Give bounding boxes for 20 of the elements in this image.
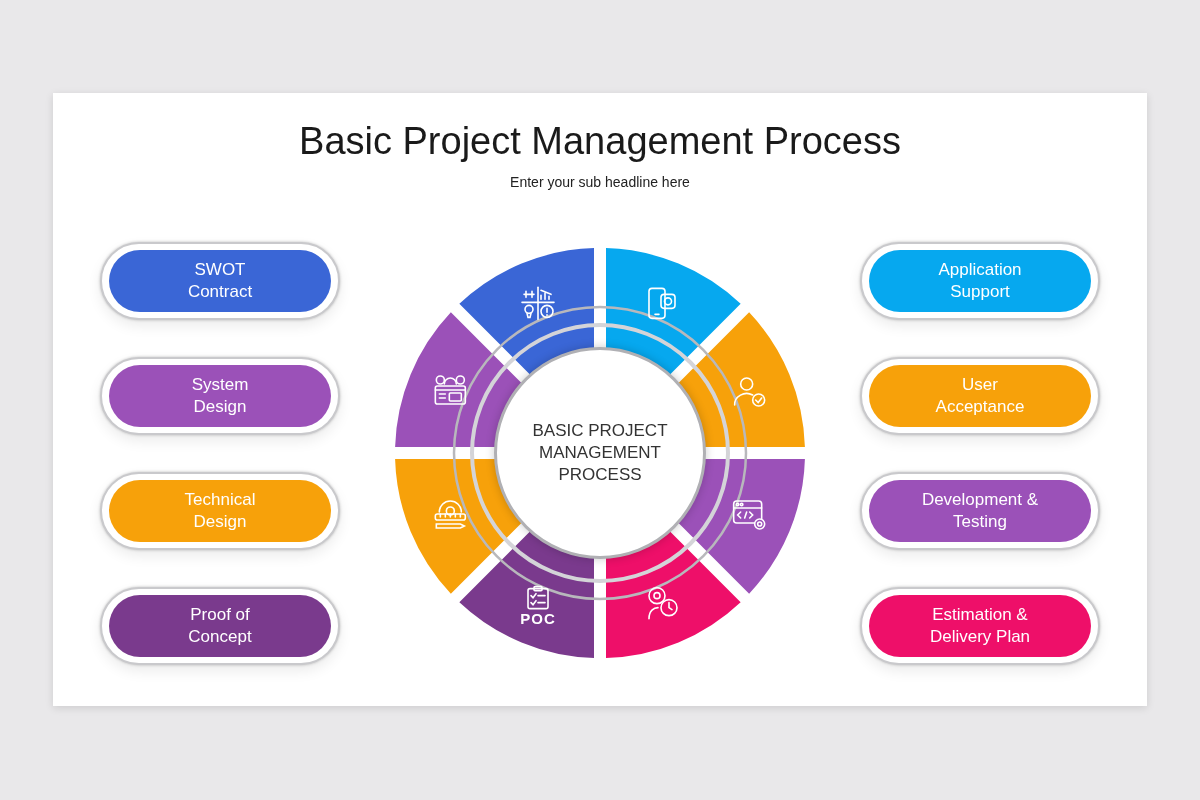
step-label: Application Support — [869, 250, 1091, 312]
pill-frame — [100, 357, 340, 435]
step-label: Estimation & Delivery Plan — [869, 595, 1091, 657]
pill-frame — [860, 472, 1100, 550]
pill-frame — [860, 242, 1100, 320]
step-label: SWOT Contract — [109, 250, 331, 312]
subtitle: Enter your sub headline here — [509, 173, 691, 191]
icon-caption: POC — [519, 610, 557, 627]
center-text: BASIC PROJECT MANAGEMENT PROCESS — [531, 420, 669, 486]
pill-frame — [100, 472, 340, 550]
step-label: Development & Testing — [869, 480, 1091, 542]
pill-frame — [100, 242, 340, 320]
step-label: System Design — [109, 365, 331, 427]
title: Basic Project Management Process — [298, 119, 902, 164]
step-label: User Acceptance — [869, 365, 1091, 427]
pill-frame — [860, 587, 1100, 665]
pill-frame — [860, 357, 1100, 435]
pill-frame — [100, 587, 340, 665]
step-label: Technical Design — [109, 480, 331, 542]
step-label: Proof of Concept — [109, 595, 331, 657]
